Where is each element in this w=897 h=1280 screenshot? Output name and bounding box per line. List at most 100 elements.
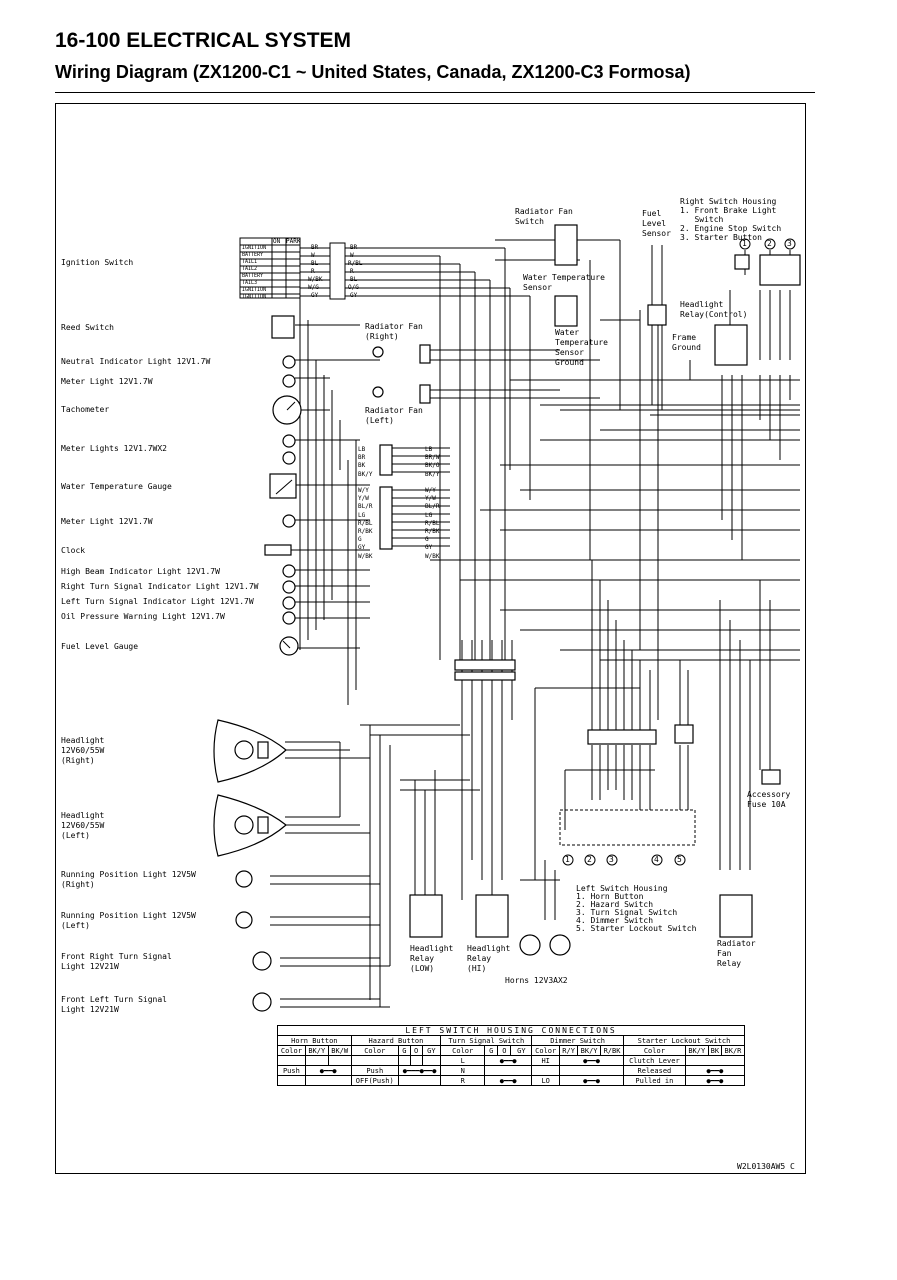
group-header: Hazard Button — [350, 1035, 442, 1046]
switch-number: 1 — [565, 855, 570, 864]
col-header: O — [409, 1045, 423, 1056]
headlight-relay-hi-icon — [475, 894, 509, 938]
wire-label: BR — [350, 244, 358, 251]
col-header: G — [397, 1045, 411, 1056]
label-reed-switch: Reed Switch — [61, 323, 114, 332]
wire-label: G — [425, 536, 429, 544]
radiator-fan-left-icon — [372, 386, 384, 398]
ign-row: TAIL1 — [242, 259, 258, 265]
label-left-switch-housing: Left Switch Housing 1. Horn Button 2. Ha… — [576, 884, 697, 933]
label-fuel-level-sensor: Fuel Level Sensor — [642, 209, 671, 238]
label-headlight-relay-control: Headlight Relay(Control) — [680, 300, 748, 319]
rs-number: 2 — [767, 239, 772, 248]
hazard-off: OFF(Push) — [350, 1075, 399, 1086]
lockout-clutch: Clutch Lever — [622, 1055, 686, 1066]
fuel-level-sensor-icon — [647, 304, 667, 326]
label-water-temp-gauge: Water Temperature Gauge — [61, 482, 172, 491]
wire-label: BL/R — [358, 503, 373, 511]
group-header: Horn Button — [277, 1035, 352, 1046]
wire-label: BL — [350, 276, 358, 283]
label-horns: Horns 12V3AX2 — [505, 976, 568, 985]
radiator-fan-switch-icon — [554, 224, 578, 266]
col-header: BK — [707, 1045, 722, 1056]
label-headlight-relay-low: Headlight Relay (LOW) — [410, 944, 454, 973]
col-header: GY — [510, 1045, 533, 1056]
water-temp-gauge-icon — [269, 473, 297, 499]
wire-label: GY — [350, 292, 358, 299]
right-switch-housing-icon — [759, 254, 801, 286]
color-label: Color — [622, 1045, 686, 1056]
wire-label: BR — [358, 454, 366, 462]
label-oil-pressure: Oil Pressure Warning Light 12V1.7W — [61, 612, 225, 621]
wire-label: R/BK — [425, 528, 440, 535]
label-radiator-fan-left: Radiator Fan (Left) — [365, 406, 423, 425]
col-header: BK/Y — [684, 1045, 709, 1056]
label-accessory-fuse: Accessory Fuse 10A — [747, 790, 791, 809]
wire-label: LB — [425, 446, 433, 453]
label-running-right: Running Position Light 12V5W (Right) — [61, 870, 196, 889]
wire-label: BK/Y — [425, 470, 440, 478]
figure-code: W2L0130AW5 C — [737, 1162, 795, 1171]
col-header: R/BK — [600, 1045, 624, 1056]
wire-label: LG — [425, 511, 433, 519]
accessory-fuse-icon — [761, 769, 781, 785]
wire-label: BK/O — [425, 462, 440, 470]
ign-header: ON — [273, 238, 281, 245]
diagram-title: Wiring Diagram (ZX1200-C1 ~ United State… — [55, 62, 691, 82]
horn-push: Push — [277, 1065, 306, 1076]
wire-label: GY — [311, 292, 319, 299]
meter-light-icon — [282, 514, 296, 528]
wire-label: Y/W — [425, 495, 436, 503]
ign-row: BATTERY — [242, 252, 264, 258]
turn-n: N — [440, 1065, 486, 1076]
left-switch-connections-table: LEFT SWITCH HOUSING CONNECTIONS Horn But… — [277, 1025, 746, 1086]
label-clock: Clock — [61, 546, 86, 555]
wire-label: O/G — [348, 284, 359, 291]
ign-header: PARK — [286, 238, 301, 245]
wire-label: W — [350, 252, 354, 259]
label-high-beam: High Beam Indicator Light 12V1.7W — [61, 567, 220, 576]
wire-label: BK — [358, 462, 366, 470]
col-header: BK/W — [327, 1045, 352, 1056]
label-right-turn-indicator: Right Turn Signal Indicator Light 12V1.7… — [61, 582, 259, 591]
clock-icon — [264, 544, 292, 556]
switch-number: 2 — [587, 855, 592, 864]
col-header: GY — [421, 1045, 442, 1056]
front-right-turn-icon — [252, 951, 272, 971]
wire-label: BK/Y — [358, 470, 373, 478]
group-header: Starter Lockout Switch — [622, 1035, 746, 1046]
lockout-released: Released — [622, 1065, 686, 1076]
color-label: Color — [440, 1045, 486, 1056]
label-meter-lights: Meter Lights 12V1.7WX2 — [61, 444, 167, 453]
dimmer-hi: HI — [531, 1055, 561, 1066]
wire-label: GY — [358, 544, 366, 552]
switch-number: 4 — [654, 855, 659, 864]
label-running-left: Running Position Light 12V5W (Left) — [61, 911, 196, 930]
group-header: Turn Signal Switch — [440, 1035, 533, 1046]
left-turn-light-icon — [282, 596, 296, 610]
water-temp-sensor-icon — [554, 295, 578, 327]
ign-row: IGNITION — [242, 245, 267, 251]
wire-label: R/BL — [348, 260, 363, 267]
label-radiator-fan-right: Radiator Fan (Right) — [365, 322, 423, 341]
col-header: G — [484, 1045, 499, 1056]
wire-label: G — [358, 536, 362, 544]
turn-l: L — [440, 1055, 486, 1066]
switch-number: 3 — [609, 855, 614, 864]
wire-label: W/Y — [425, 487, 436, 494]
label-front-left-turn: Front Left Turn Signal Light 12V21W — [61, 995, 167, 1014]
horn-icon — [549, 934, 571, 956]
label-front-right-turn: Front Right Turn Signal Light 12V21W — [61, 952, 172, 971]
fuel-level-gauge-icon — [279, 636, 299, 656]
col-header: BK/Y — [304, 1045, 329, 1056]
wire-label: LB — [358, 446, 366, 453]
color-label: Color — [277, 1045, 306, 1056]
label-meter-light-2: Meter Light 12V1.7W — [61, 517, 153, 526]
label-water-temp-sensor: Water Temperature Sensor — [523, 273, 605, 292]
meter-light-icon — [282, 374, 296, 388]
wire-label: BR — [311, 244, 319, 251]
headlight-relay-control-icon — [714, 324, 748, 366]
wire-label: R/BL — [425, 519, 440, 527]
wire-label: W/G — [308, 284, 319, 291]
color-label: Color — [350, 1045, 399, 1056]
